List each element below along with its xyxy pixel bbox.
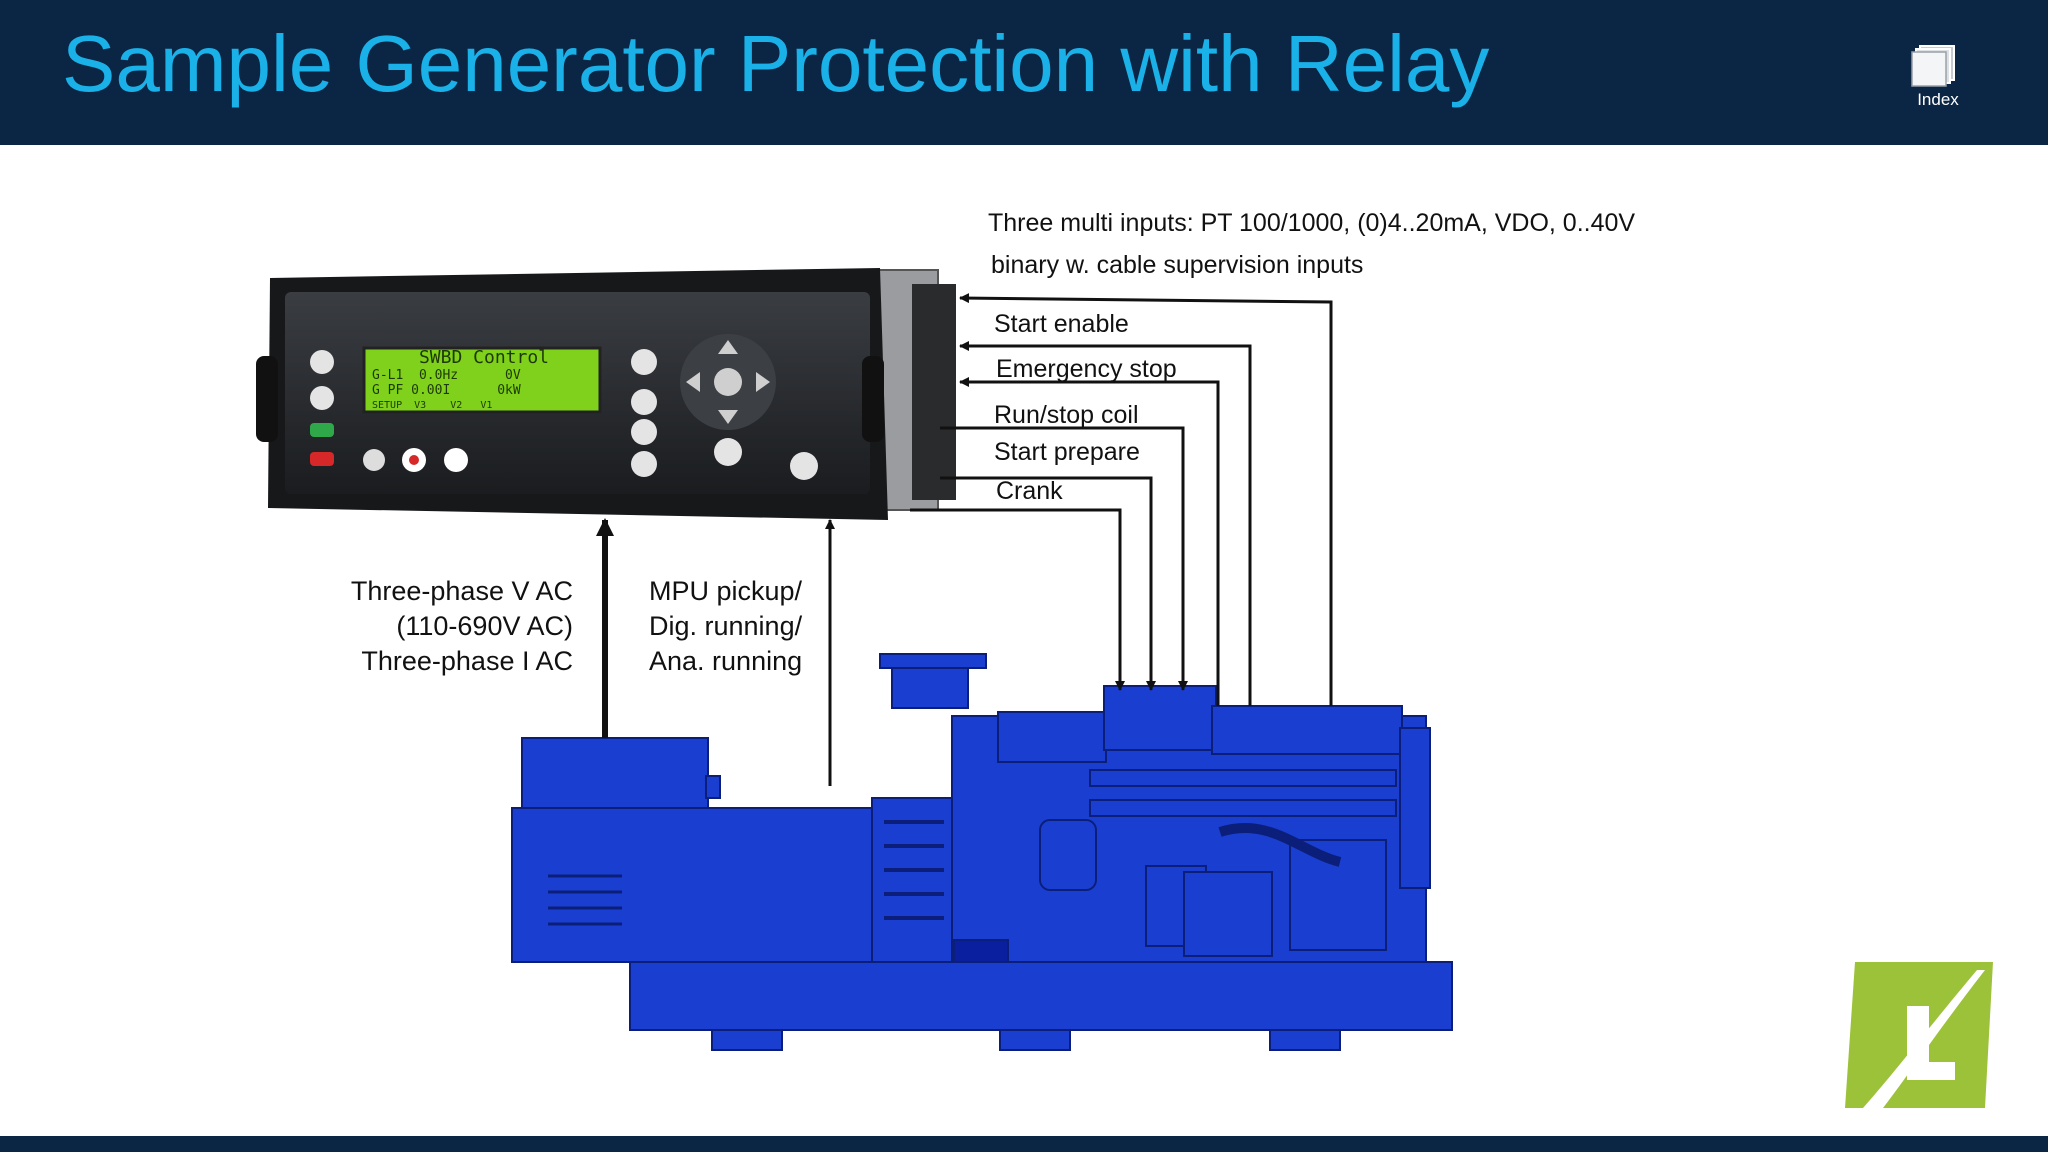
crank-line bbox=[910, 508, 1125, 691]
stacked-pages-icon bbox=[1911, 45, 1955, 87]
generator-set bbox=[511, 653, 1453, 1051]
voltage-line-2: (110-690V AC) bbox=[396, 611, 573, 641]
index-label: Index bbox=[1917, 90, 1959, 109]
pickup-line-3: Ana. running bbox=[649, 646, 803, 676]
header-bar: Sample Generator Protection with Relay I… bbox=[0, 0, 2048, 145]
emergency-stop-label: Emergency stop bbox=[996, 355, 1177, 383]
voltage-line-3: Three-phase I AC bbox=[361, 646, 573, 676]
controller-unit bbox=[256, 268, 956, 520]
multi-inputs-label: Three multi inputs: PT 100/1000, (0)4..2… bbox=[988, 209, 1636, 237]
run-stop-coil-line bbox=[940, 426, 1188, 691]
footer-bar bbox=[0, 1136, 2048, 1152]
start-enable-line bbox=[959, 293, 1333, 706]
lcd-line-3: G PF 0.00I 0kW bbox=[372, 383, 521, 398]
index-button[interactable]: Index bbox=[1898, 40, 1978, 116]
lcd-line-4: SETUP V3 V2 V1 bbox=[372, 400, 493, 411]
lcd-display: SWBD Control G-L1 0.0Hz 0V G PF 0.00I 0k… bbox=[372, 348, 596, 413]
run-stop-coil-label: Run/stop coil bbox=[994, 401, 1139, 429]
start-prepare-label: Start prepare bbox=[994, 438, 1140, 466]
measurement-lines bbox=[596, 518, 835, 786]
lcd-line-1: SWBD Control bbox=[418, 347, 550, 368]
crank-label: Crank bbox=[996, 477, 1063, 505]
voltage-line-1: Three-phase V AC bbox=[350, 576, 573, 606]
binary-inputs-label: binary w. cable supervision inputs bbox=[991, 251, 1364, 279]
start-prepare-line bbox=[940, 476, 1156, 691]
signal-lines bbox=[910, 293, 1333, 706]
emergency-stop-line-2 bbox=[959, 377, 1220, 706]
lcd-line-2: G-L1 0.0Hz 0V bbox=[372, 368, 521, 383]
pickup-line-2: Dig. running/ bbox=[649, 611, 803, 641]
emergency-stop-line bbox=[959, 341, 1252, 706]
start-enable-label: Start enable bbox=[994, 310, 1129, 338]
voltage-current-label: Three-phase V AC (110-690V AC) Three-pha… bbox=[280, 574, 573, 679]
company-logo bbox=[1845, 962, 1993, 1108]
page-title: Sample Generator Protection with Relay bbox=[62, 19, 1490, 108]
pickup-label: MPU pickup/ Dig. running/ Ana. running bbox=[649, 574, 819, 679]
pickup-line-1: MPU pickup/ bbox=[649, 576, 803, 606]
